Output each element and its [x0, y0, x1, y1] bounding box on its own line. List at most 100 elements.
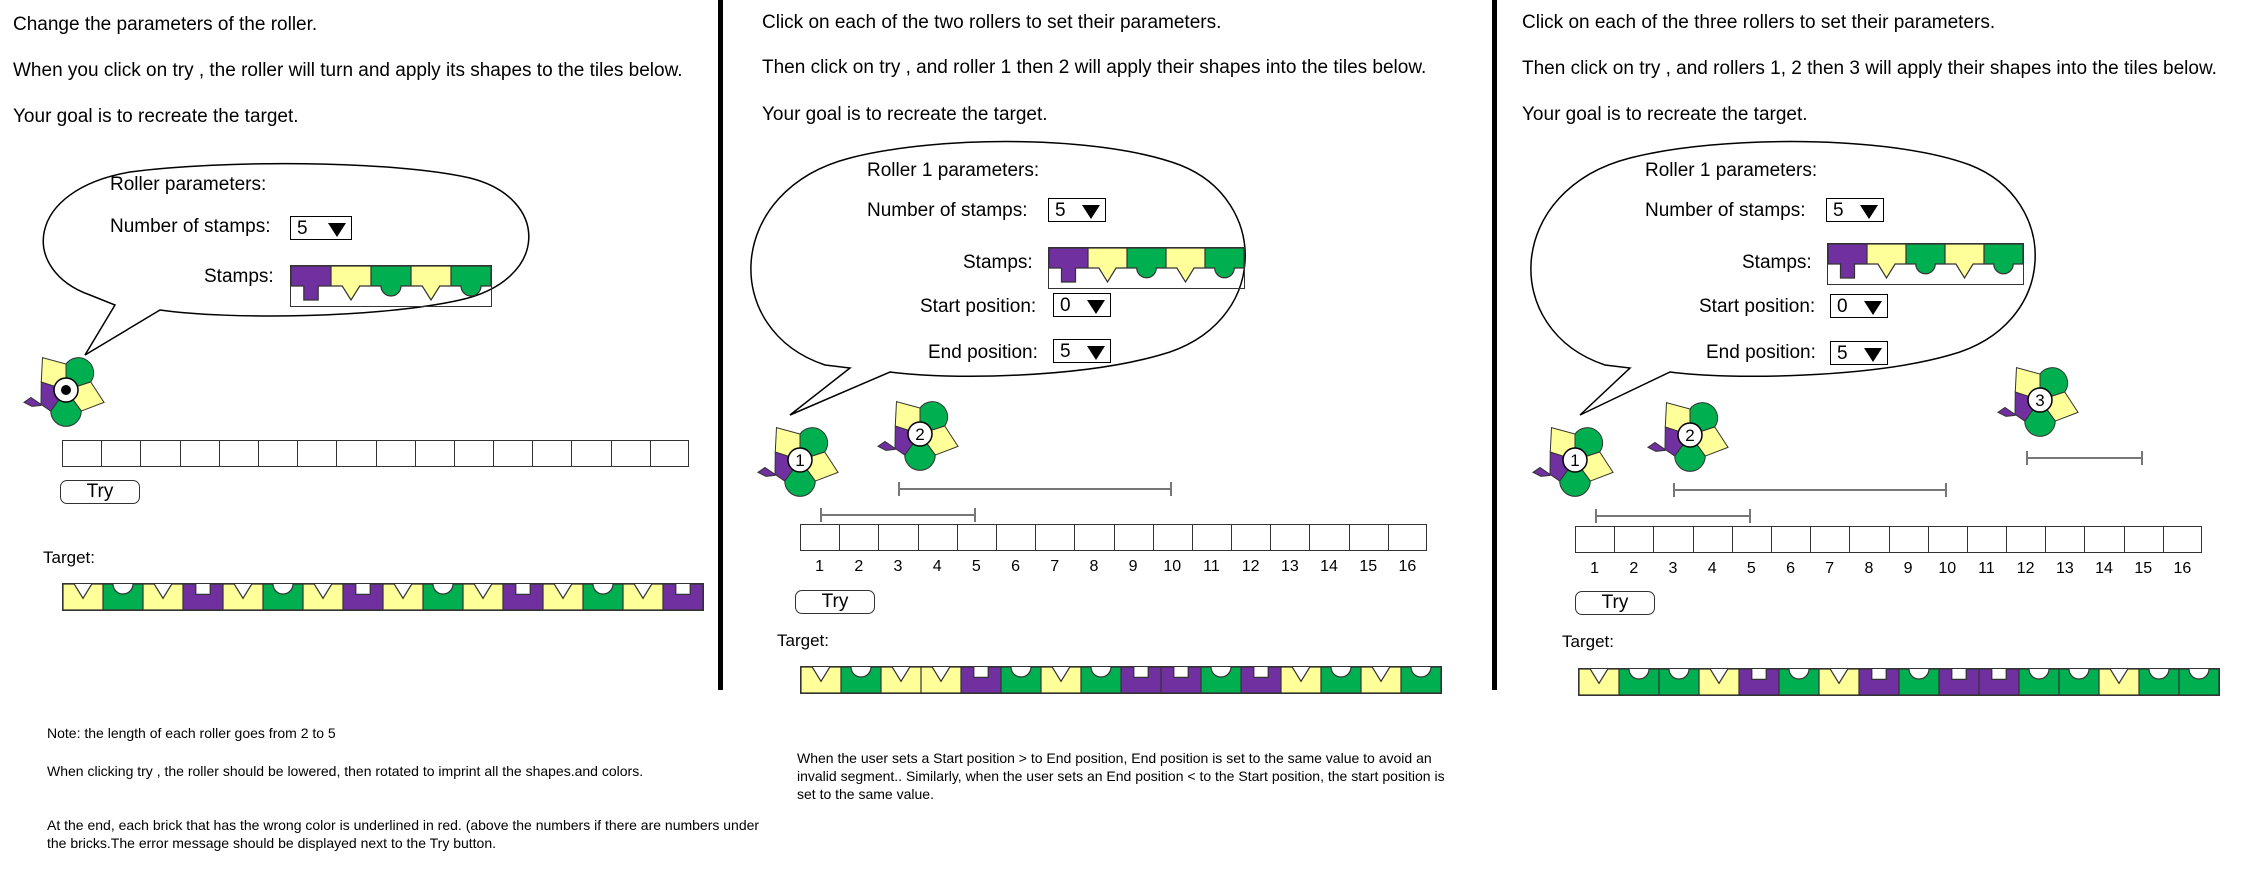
- instruction-line-2: Then click on try , and roller 1 then 2 …: [762, 57, 1427, 78]
- num-stamps-select[interactable]: 5: [1826, 198, 1884, 222]
- target-tile-yellow-triangle: [303, 584, 343, 610]
- tile-slot: [1348, 524, 1388, 551]
- roller-stamps-strip[interactable]: [1048, 247, 1245, 289]
- tile-slot: [1966, 526, 2007, 553]
- target-label: Target:: [1562, 632, 1614, 651]
- tile-number: 13: [2055, 560, 2074, 577]
- stamp-green-arc[interactable]: [451, 266, 491, 306]
- tile-number: 12: [2016, 560, 2035, 577]
- tile-number: 13: [1280, 558, 1299, 575]
- num-stamps-select[interactable]: 5: [290, 216, 352, 240]
- target-tile-green-arc: [1081, 667, 1121, 693]
- panel-divider: [718, 0, 723, 690]
- target-strip: [62, 583, 704, 611]
- roller-2[interactable]: 2: [870, 389, 970, 479]
- speech-bubble: [42, 162, 530, 356]
- end-position-select[interactable]: 5: [1053, 339, 1111, 363]
- target-tile-green-arc: [2179, 669, 2219, 695]
- end-position-select[interactable]: 5: [1830, 341, 1888, 365]
- tile-number: 1: [1590, 560, 1600, 577]
- tile-slot: [101, 440, 141, 467]
- tile-slot: [1074, 524, 1114, 551]
- stamp-yellow-triangle[interactable]: [1945, 244, 1984, 284]
- roller-2-range: [898, 482, 1173, 496]
- stamp-yellow-triangle[interactable]: [1867, 244, 1906, 284]
- tile-slot: [2084, 526, 2124, 553]
- stamp-yellow-triangle[interactable]: [1088, 248, 1127, 288]
- tile-track: [800, 524, 1427, 551]
- roller-stamp-arc: [2024, 399, 2056, 437]
- roller-hub: [1677, 422, 1703, 448]
- target-tile-purple-plus: [1739, 669, 1779, 695]
- stamp-yellow-triangle[interactable]: [411, 266, 451, 306]
- instruction-line-3: Your goal is to recreate the target.: [762, 104, 1048, 125]
- num-stamps-label: Number of stamps:: [110, 216, 271, 237]
- target-strip: [1578, 668, 2220, 696]
- chevron-down-icon: [328, 223, 346, 237]
- roller-stamp-arc: [784, 459, 816, 497]
- target-tile-green-arc: [1899, 669, 1939, 695]
- tile-slot: [878, 524, 918, 551]
- target-tile-green-arc: [841, 667, 881, 693]
- instruction-line-1: Change the parameters of the roller.: [13, 14, 318, 35]
- target-tile-yellow-triangle: [143, 584, 183, 610]
- target-tile-yellow-triangle: [63, 584, 103, 610]
- tile-slot: [800, 524, 840, 551]
- note-roller-length: Note: the length of each roller goes fro…: [47, 725, 336, 741]
- tile-number: 5: [971, 558, 981, 575]
- roller-number: 1: [795, 451, 804, 470]
- try-button[interactable]: Try: [795, 590, 875, 614]
- roller-2[interactable]: 2: [1640, 390, 1740, 480]
- roller-stamps-strip[interactable]: [1827, 243, 2024, 285]
- stamp-green-arc[interactable]: [1205, 248, 1244, 288]
- tile-number: 11: [1203, 558, 1220, 575]
- target-tile-purple-plus: [503, 584, 543, 610]
- roller-1[interactable]: 1: [750, 415, 850, 505]
- start-position-select[interactable]: 0: [1053, 293, 1111, 317]
- stamp-purple-plus[interactable]: [291, 266, 331, 306]
- try-button[interactable]: Try: [1575, 591, 1655, 615]
- stamp-yellow-triangle[interactable]: [331, 266, 371, 306]
- stamp-purple-plus[interactable]: [1828, 244, 1867, 284]
- roller-3[interactable]: 3: [1990, 355, 2090, 445]
- stamp-purple-plus[interactable]: [1049, 248, 1088, 288]
- panel-single-roller: Change the parameters of the roller. Whe…: [0, 0, 759, 877]
- tile-slot: [2162, 526, 2202, 553]
- target-tile-purple-plus: [1979, 669, 2019, 695]
- start-position-select[interactable]: 0: [1830, 294, 1888, 318]
- roller[interactable]: [16, 345, 116, 435]
- tile-slot: [956, 524, 996, 551]
- tile-number: 2: [1629, 560, 1639, 577]
- target-tile-green-arc: [1619, 669, 1659, 695]
- instruction-line-1: Click on each of the two rollers to set …: [762, 12, 1222, 33]
- tile-slot: [2123, 526, 2163, 553]
- tile-track: [62, 440, 689, 467]
- target-tile-yellow-triangle: [463, 584, 503, 610]
- tile-slot: [1152, 524, 1192, 551]
- chevron-down-icon: [1864, 348, 1882, 362]
- roller-stamps-strip[interactable]: [290, 265, 492, 307]
- target-tile-purple-plus: [183, 584, 223, 610]
- roller-1-range: [819, 508, 977, 522]
- stamp-green-arc[interactable]: [371, 266, 411, 306]
- tile-slot: [1035, 524, 1075, 551]
- target-tile-green-arc: [103, 584, 143, 610]
- stamp-green-arc[interactable]: [1906, 244, 1945, 284]
- tile-slot: [336, 440, 376, 467]
- panel-two-rollers: Click on each of the two rollers to set …: [730, 0, 1490, 877]
- target-tile-yellow-triangle: [2099, 669, 2139, 695]
- num-stamps-select[interactable]: 5: [1048, 198, 1106, 222]
- stamp-green-arc[interactable]: [1984, 244, 2023, 284]
- tile-slot: [1270, 524, 1310, 551]
- try-button[interactable]: Try: [60, 480, 140, 504]
- tile-slot: [2045, 526, 2085, 553]
- tile-number: 5: [1746, 560, 1756, 577]
- stamp-green-arc[interactable]: [1127, 248, 1166, 288]
- target-tile-purple-plus: [961, 667, 1001, 693]
- target-tile-purple-plus: [663, 584, 703, 610]
- stamp-yellow-triangle[interactable]: [1166, 248, 1205, 288]
- roller-1[interactable]: 1: [1525, 415, 1625, 505]
- tile-number: 14: [2095, 560, 2113, 577]
- params-title: Roller 1 parameters:: [867, 160, 1040, 181]
- target-tile-green-arc: [2059, 669, 2099, 695]
